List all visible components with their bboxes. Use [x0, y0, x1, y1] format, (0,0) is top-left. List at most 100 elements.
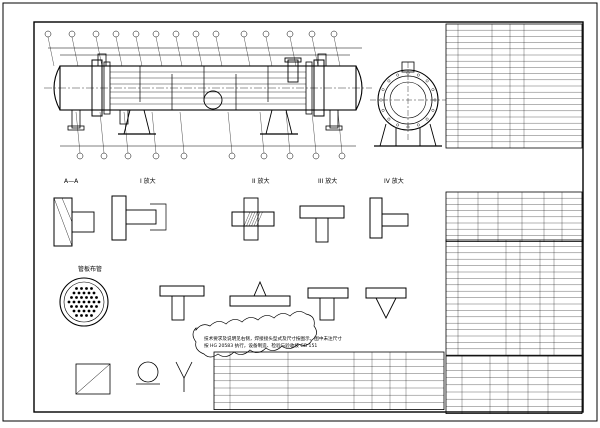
part-balloon [240, 30, 248, 38]
bolt-hole [381, 88, 385, 92]
detail-4-label: IV 放大 [384, 177, 404, 185]
part-balloon [132, 30, 140, 38]
part-balloon [180, 152, 188, 160]
tube-hole [72, 309, 76, 313]
tube-hole [77, 300, 81, 304]
tube-hole [95, 305, 98, 308]
part-balloons-bottom [75, 111, 346, 160]
leader-line [311, 36, 319, 67]
bolt-hole [425, 79, 429, 83]
leader-line [285, 111, 291, 154]
leader-line [71, 36, 79, 67]
bottom-parts-table [213, 351, 445, 410]
tube-hole [75, 287, 78, 290]
bolt-hole [431, 88, 435, 92]
outer-border [2, 2, 598, 422]
tube-hole [75, 296, 78, 299]
tube-hole [85, 314, 88, 317]
inner-border [33, 21, 584, 413]
bolt-hole [425, 117, 429, 121]
part-balloon [212, 30, 220, 38]
bolt-hole [379, 98, 383, 102]
tube-hole [75, 305, 78, 308]
leader-line [289, 36, 297, 67]
bottom-left-details [75, 361, 193, 395]
title-block [445, 355, 583, 414]
tube-hole [77, 291, 81, 295]
part-balloon [92, 30, 100, 38]
section-aa: A—A [53, 178, 95, 247]
baffle-plates [139, 66, 269, 110]
tube-hole [87, 291, 91, 295]
bolt-hole [396, 73, 400, 77]
leader-line [337, 111, 343, 154]
part-balloon [192, 30, 200, 38]
parts-list-table [445, 239, 583, 356]
tube-hole [95, 296, 98, 299]
nozzle-top-3 [317, 53, 327, 67]
part-balloon [124, 152, 132, 160]
detail-3-label: III 放大 [318, 177, 337, 185]
tube-hole [75, 314, 78, 317]
leader-line [75, 111, 81, 154]
weld-detail-1 [159, 285, 205, 321]
nozzle-top-1 [97, 53, 107, 67]
tube-hole [80, 287, 83, 290]
weld-detail-4 [365, 287, 407, 320]
tube-hole [85, 296, 88, 299]
nozzle-table [445, 191, 583, 242]
detail-view-2: II 放大 [231, 177, 275, 241]
bolt-hole [416, 73, 420, 77]
part-balloon [228, 152, 236, 160]
leader-line [333, 36, 341, 67]
leader-line [179, 111, 185, 154]
tube-hole [82, 291, 86, 295]
tube-hole [67, 300, 71, 304]
bolt-hole [381, 108, 385, 112]
tube-hole [90, 314, 93, 317]
part-balloon [330, 30, 338, 38]
part-balloon [152, 152, 160, 160]
tube-hole [70, 296, 73, 299]
part-balloon [44, 30, 52, 38]
part-balloon [338, 152, 346, 160]
detail-view-1: I 放大 [111, 177, 167, 241]
part-balloon [152, 30, 160, 38]
cloud-note-line-1: 技术要求及说明见右侧，焊接接头型式及尺寸按图示，图中未注尺寸 [204, 335, 342, 342]
tube-hole [90, 287, 93, 290]
leader-line [311, 111, 317, 154]
tube-hole [77, 309, 81, 313]
nozzle-top-2 [287, 59, 299, 83]
tube-hole [80, 314, 83, 317]
tube-hole [85, 287, 88, 290]
leader-line [115, 36, 123, 67]
part-balloon [312, 152, 320, 160]
leader-line [259, 111, 265, 154]
weld-detail-2 [229, 280, 291, 307]
part-balloon [260, 152, 268, 160]
leader-line [195, 36, 203, 67]
tube-hole [92, 300, 96, 304]
part-balloons-top [44, 30, 341, 67]
leader-line [215, 36, 223, 67]
tube-hole [87, 309, 91, 313]
main-elevation-view [44, 30, 372, 160]
tube-hole [72, 291, 76, 295]
leader-line [155, 36, 163, 67]
tube-hole [82, 309, 86, 313]
manway [203, 90, 223, 110]
tube-hole [92, 291, 96, 295]
part-balloon [262, 30, 270, 38]
bolt-hole [387, 79, 391, 83]
part-balloon [172, 30, 180, 38]
tube-hole [87, 300, 91, 304]
tube-hole [70, 305, 73, 308]
detail-2-label: II 放大 [252, 177, 269, 185]
tube-hole [80, 305, 83, 308]
cloud-note: 技术要求及说明见右侧，焊接接头型式及尺寸按图示，图中未注尺寸 按 HG 2058… [192, 311, 342, 358]
bolt-hole [431, 108, 435, 112]
detail-view-4: IV 放大 [369, 177, 409, 239]
tube-hole [82, 300, 86, 304]
leader-line [151, 111, 157, 154]
